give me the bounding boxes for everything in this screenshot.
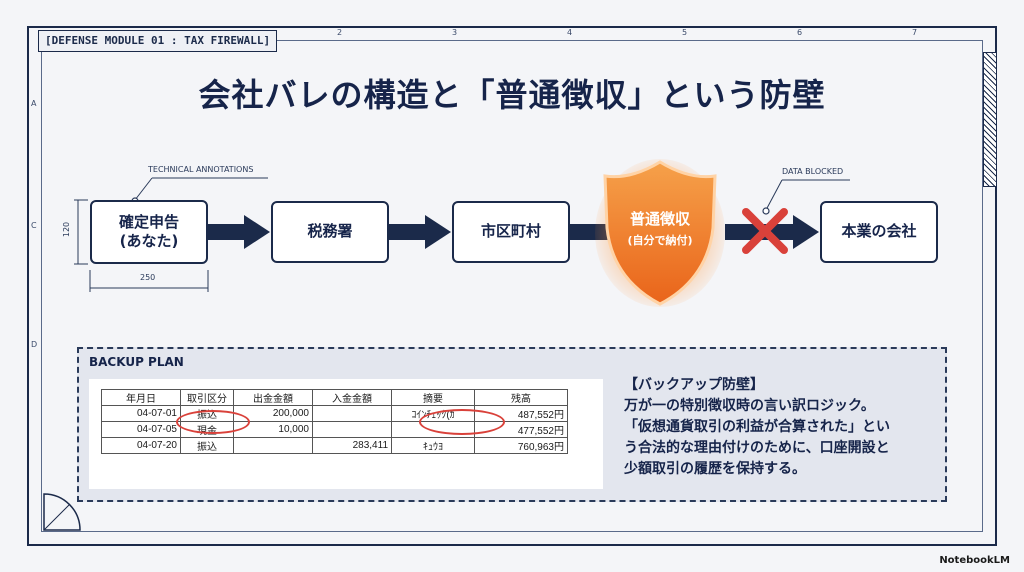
dimension-width: 250 [140, 273, 156, 282]
flow-arrow-1 [208, 224, 246, 240]
backup-text-line: 「仮想通貨取引の利益が合算された」とい [624, 419, 890, 435]
ledger-header: 取引区分 [180, 389, 234, 406]
node-main-company: 本業の会社 [820, 201, 938, 263]
row-mark: D [31, 340, 38, 349]
backup-heading: 【バックアップ防壁】 [624, 377, 764, 393]
node-municipality: 市区町村 [452, 201, 570, 263]
blueprint-outer-frame [27, 26, 997, 546]
bank-ledger: 年月日 取引区分 出金金額 入金金額 摘要 残高 04-07-01 振込 200… [89, 379, 603, 489]
table-row: 04-07-20 振込 283,411 ｷｭｳﾖ 760,963円 [101, 437, 568, 454]
column-mark: 7 [912, 28, 918, 37]
flow-arrow-2-head [425, 215, 451, 249]
ledger-cell: ｷｭｳﾖ [391, 437, 475, 454]
frame-hatch-pattern [983, 52, 997, 187]
ledger-cell: 760,963円 [474, 437, 568, 454]
flow-arrow-2 [389, 224, 427, 240]
flow-arrow-4-head [793, 215, 819, 249]
module-tag: [DEFENSE MODULE 01 : TAX FIREWALL] [38, 30, 278, 52]
blueprint-inner-frame [41, 40, 983, 532]
blocked-x-icon [742, 208, 788, 254]
notebooklm-brand: NotebookLM [939, 555, 1010, 566]
node-tax-return-line1: 確定申告 [118, 212, 179, 231]
column-mark: 5 [682, 28, 688, 37]
shield-icon [595, 159, 725, 307]
shield-firewall: 普通徴収 (自分で納付) [595, 158, 725, 308]
column-mark: 3 [452, 28, 458, 37]
node-tax-office: 税務署 [271, 201, 389, 263]
row-mark: C [31, 221, 37, 230]
flow-arrow-1-head [244, 215, 270, 249]
backup-text-line: 万が一の特別徴収時の言い訳ロジック。 [624, 398, 875, 414]
row-mark: A [31, 99, 37, 108]
backup-plan-label: BACKUP PLAN [89, 355, 184, 369]
ledger-cell: 04-07-05 [101, 421, 181, 438]
protractor-icon [43, 493, 81, 531]
node-tax-return-line2: (あなた) [119, 232, 179, 250]
shield-label: 普通徴収 [629, 210, 690, 228]
column-marks: 2 3 4 5 6 7 [280, 26, 980, 40]
ledger-header: 年月日 [101, 389, 181, 406]
ledger-cell [233, 437, 313, 454]
shield-sublabel: (自分で納付) [627, 234, 693, 247]
ledger-cell [312, 405, 392, 422]
ledger-cell: 283,411 [312, 437, 392, 454]
ledger-header: 摘要 [391, 389, 475, 406]
ledger-cell [312, 421, 392, 438]
column-mark: 2 [337, 28, 343, 37]
ledger-cell: 04-07-01 [101, 405, 181, 422]
dimension-height: 120 [62, 221, 72, 238]
backup-text-line: 少額取引の履歴を保持する。 [624, 461, 806, 477]
ledger-header: 残高 [474, 389, 568, 406]
ledger-header: 出金金額 [233, 389, 313, 406]
data-blocked-label: DATA BLOCKED [782, 167, 844, 176]
technical-annotation-label: TECHNICAL ANNOTATIONS [148, 165, 254, 174]
highlight-ring [176, 410, 250, 434]
node-tax-return: 確定申告 (あなた) [90, 200, 208, 264]
ledger-header-row: 年月日 取引区分 出金金額 入金金額 摘要 残高 [101, 389, 568, 406]
backup-description: 【バックアップ防壁】 万が一の特別徴収時の言い訳ロジック。 「仮想通貨取引の利益… [624, 375, 944, 480]
ledger-table: 年月日 取引区分 出金金額 入金金額 摘要 残高 04-07-01 振込 200… [101, 389, 568, 454]
column-mark: 4 [567, 28, 573, 37]
ledger-header: 入金金額 [312, 389, 392, 406]
page-title: 会社バレの構造と「普通徴収」という防壁 [198, 76, 826, 114]
backup-plan-panel: BACKUP PLAN 年月日 取引区分 出金金額 入金金額 摘要 残高 04-… [77, 347, 947, 502]
backup-text-line: う合法的な理由付けのために、口座開設と [624, 440, 890, 456]
ledger-cell: 04-07-20 [101, 437, 181, 454]
ledger-cell: 振込 [180, 437, 234, 454]
highlight-ring [419, 409, 505, 435]
column-mark: 6 [797, 28, 803, 37]
